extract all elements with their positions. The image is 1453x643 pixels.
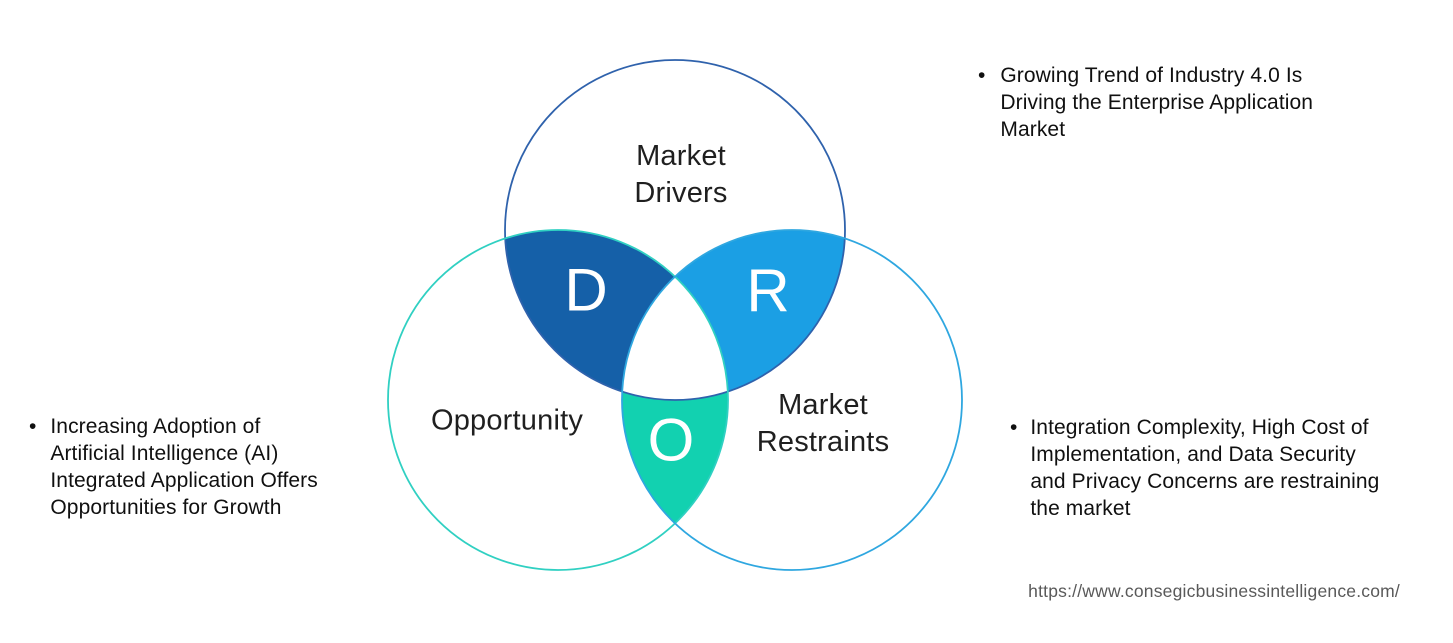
restraints-circle-outline	[621, 229, 963, 571]
opportunity-circle-outline	[387, 229, 729, 571]
opportunity-note: • Increasing Adoption of Artificial Inte…	[29, 413, 389, 521]
restraint-note: • Integration Complexity, High Cost of I…	[1010, 414, 1440, 522]
opportunity-restraints-overlap	[388, 230, 728, 570]
restraint-note-text: Integration Complexity, High Cost of Imp…	[1030, 416, 1380, 520]
bullet-icon: •	[29, 415, 37, 438]
drivers-circle-outline	[504, 59, 846, 401]
source-url: https://www.consegicbusinessintelligence…	[1028, 581, 1400, 601]
letter-d: D	[564, 256, 608, 324]
driver-note-text: Growing Trend of Industry 4.0 Is Driving…	[1000, 64, 1314, 141]
restraints-label: Market Restraints	[756, 388, 890, 458]
letter-o: O	[647, 406, 695, 474]
drivers-label: Market Drivers	[634, 139, 728, 209]
bullet-icon: •	[1010, 416, 1018, 439]
letter-r: R	[746, 257, 790, 325]
opportunity-label: Opportunity	[430, 404, 584, 437]
driver-note: • Growing Trend of Industry 4.0 Is Drivi…	[978, 62, 1398, 143]
opportunity-note-text: Increasing Adoption of Artificial Intell…	[50, 415, 318, 519]
bullet-icon: •	[978, 64, 986, 87]
